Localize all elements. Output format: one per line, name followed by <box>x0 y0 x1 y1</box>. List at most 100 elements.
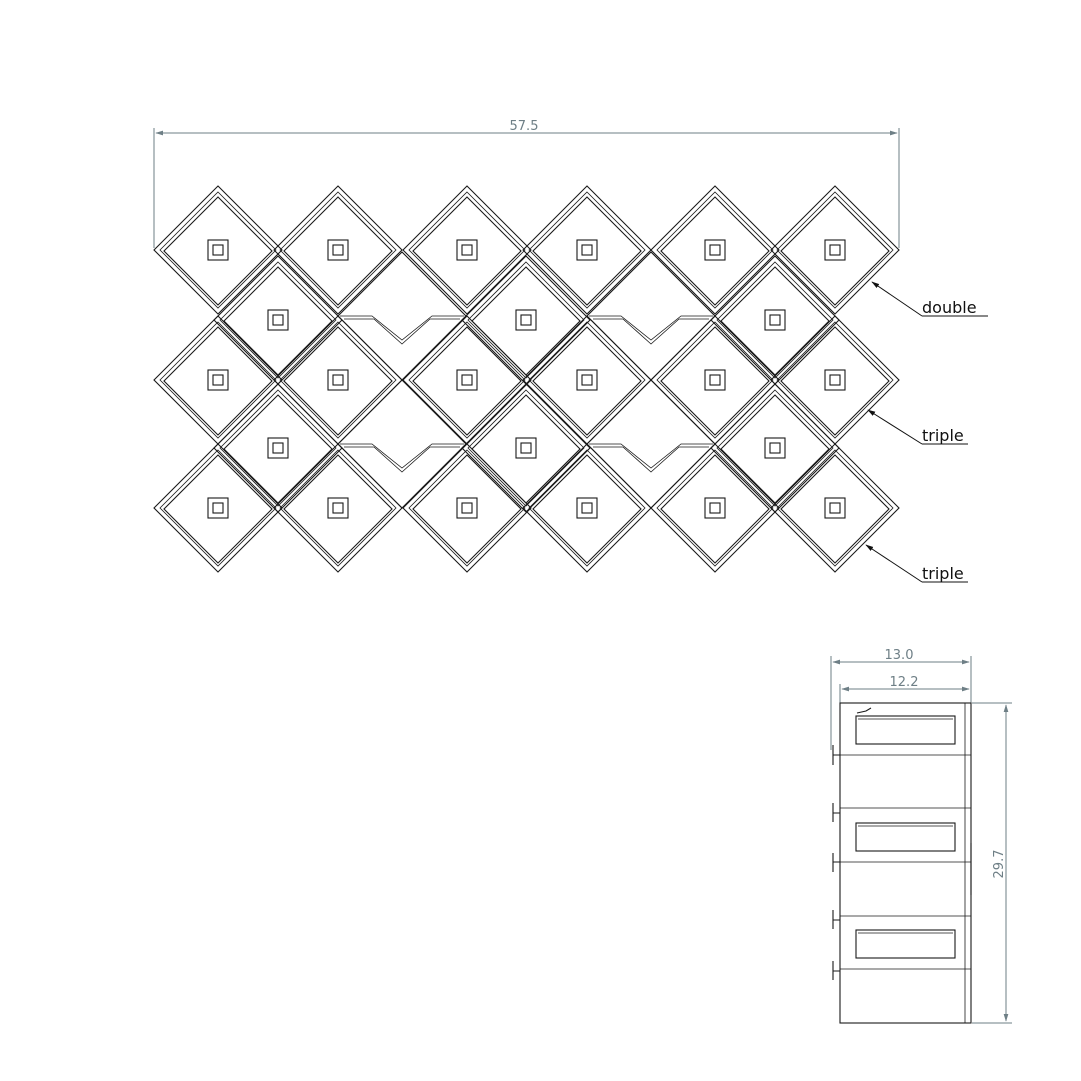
mount-hole-outer <box>824 369 846 391</box>
diamond-cell <box>650 315 780 445</box>
diamond-cell-inner <box>467 389 585 507</box>
mount-hole-inner <box>332 374 344 386</box>
mount-hole-outer <box>824 239 846 261</box>
mount-hole-inner <box>212 502 224 514</box>
mount-hole-inner <box>272 314 284 326</box>
mount-hole-inner <box>212 374 224 386</box>
height-dimension: 29.7 <box>972 702 1012 1024</box>
diamond-cell-recess <box>720 266 830 376</box>
diamond-cell <box>273 443 403 573</box>
diamond-cell <box>213 383 343 513</box>
front-view: 57.5 double triple triple <box>153 119 988 583</box>
diamond-cell-recess <box>163 326 273 436</box>
diamond-cell <box>273 315 403 445</box>
mount-hole-outer <box>764 309 786 331</box>
inner-width-label: 12.2 <box>890 675 919 690</box>
diamond-cell <box>770 443 900 573</box>
mount-hole-inner <box>461 502 473 514</box>
mount-hole-outer <box>704 239 726 261</box>
diamond-cell-inner <box>528 321 646 439</box>
diamond-cell-recess <box>780 196 890 306</box>
mount-hole-outer <box>327 369 349 391</box>
mount-hole-inner <box>332 502 344 514</box>
shelf-v-insert-edge <box>344 446 460 473</box>
shelf-v-insert-edge <box>593 318 709 345</box>
diamond-cell-inner <box>528 191 646 309</box>
callout-label-double: double <box>922 298 977 317</box>
diamond-cell-recess <box>471 266 581 376</box>
diamond-cell-recess <box>412 196 522 306</box>
mount-hole-outer <box>327 497 349 519</box>
diamond-cell-recess <box>283 326 393 436</box>
mount-hole-outer <box>456 369 478 391</box>
shelf-v-insert-edge <box>344 318 460 345</box>
diamond-cell <box>461 255 591 385</box>
callout-label-triple-2: triple <box>922 564 964 583</box>
diamond-cell-inner <box>776 449 894 567</box>
side-view: 13.0 12.2 29.7 <box>830 648 1012 1024</box>
shelf-v-insert <box>589 443 713 469</box>
mount-hole-inner <box>829 374 841 386</box>
diamond-cell-inner <box>219 261 337 379</box>
diamond-cell <box>402 315 532 445</box>
open-shelf-diamond <box>586 379 716 509</box>
shelf-v-insert <box>340 315 464 341</box>
diamond-cell <box>213 255 343 385</box>
diamond-cell <box>461 383 591 513</box>
mount-hole-inner <box>581 502 593 514</box>
inner-width-dimension: 12.2 <box>839 675 970 703</box>
diamond-cell-recess <box>532 196 642 306</box>
mount-hole-inner <box>461 374 473 386</box>
diamond-cell-recess <box>412 454 522 564</box>
shelf-v-insert-edge <box>593 446 709 473</box>
mount-hole-inner <box>272 442 284 454</box>
shelf-v-insert <box>589 315 713 341</box>
diamond-cell <box>770 315 900 445</box>
mount-hole-outer <box>576 369 598 391</box>
diamond-cell-inner <box>408 191 526 309</box>
diamond-cell-inner <box>656 449 774 567</box>
diamond-cell <box>273 185 403 315</box>
diamond-cell-inner <box>408 449 526 567</box>
diamond-cell-inner <box>279 321 397 439</box>
mount-hole-inner <box>212 244 224 256</box>
diamond-cell-inner <box>656 321 774 439</box>
mount-hole-outer <box>824 497 846 519</box>
diamond-cell-recess <box>163 454 273 564</box>
diamond-cell <box>710 255 840 385</box>
mount-hole-inner <box>709 374 721 386</box>
diamond-cell-recess <box>223 394 333 504</box>
mount-hole-inner <box>769 314 781 326</box>
diamond-cell-recess <box>660 454 770 564</box>
callout-double: double <box>871 281 988 317</box>
diamond-lattice <box>153 185 900 573</box>
diamond-cell <box>153 443 283 573</box>
mount-hole-inner <box>709 244 721 256</box>
diamond-cell <box>710 383 840 513</box>
diamond-cell <box>153 315 283 445</box>
outer-width-label: 13.0 <box>885 648 914 663</box>
mount-hole-outer <box>327 239 349 261</box>
diamond-cell-recess <box>283 196 393 306</box>
mount-hole-inner <box>332 244 344 256</box>
mount-hole-inner <box>581 374 593 386</box>
diamond-cell-inner <box>159 321 277 439</box>
diamond-cell-inner <box>716 261 834 379</box>
diamond-cell-recess <box>660 196 770 306</box>
diamond-cell-recess <box>532 454 642 564</box>
mount-hole-outer <box>207 369 229 391</box>
diamond-cell <box>402 185 532 315</box>
diamond-cell-inner <box>528 449 646 567</box>
mount-hole-outer <box>576 497 598 519</box>
hanging-tabs <box>832 745 840 980</box>
mount-hole-inner <box>829 244 841 256</box>
diamond-cell <box>650 185 780 315</box>
mount-hole-inner <box>581 244 593 256</box>
diamond-cell-recess <box>283 454 393 564</box>
mount-hole-outer <box>456 239 478 261</box>
diamond-cell-inner <box>279 191 397 309</box>
mount-hole-inner <box>520 314 532 326</box>
mount-hole-outer <box>267 309 289 331</box>
diamond-cell-inner <box>219 389 337 507</box>
diamond-cell <box>522 185 652 315</box>
